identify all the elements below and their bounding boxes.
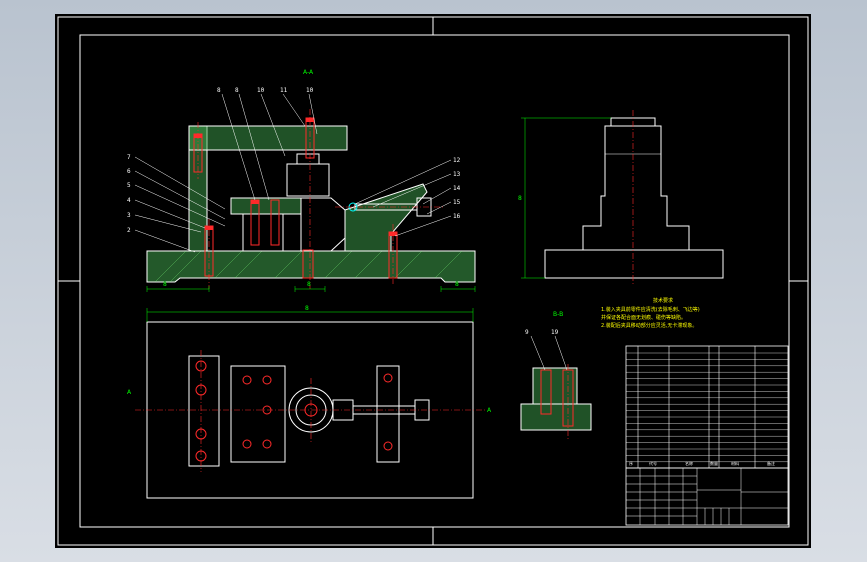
bom-header-material: 材料 [731,460,739,466]
dim-right: 8 [455,281,459,288]
notes-line-1: 1.装入夹具前零件应清洗(去除毛刺、飞边等) [601,306,700,313]
balloon-14: 14 [453,185,461,192]
section-base [520,403,592,431]
balloon-3: 10 [257,87,265,94]
bom-header-name: 名称 [685,460,693,466]
plan-width-dim: 8 [305,305,309,312]
side-view[interactable]: 8 [518,110,724,284]
bom-header-index: 序 [629,460,633,466]
plan-left-marker: A [127,389,132,396]
section-view[interactable]: B-B 9 19 [520,311,592,440]
section-balloon-2: 19 [551,329,559,336]
balloon-8: 5 [127,182,131,189]
centering-marks [58,17,808,545]
balloon-5: 10 [306,87,314,94]
right-support [344,183,428,252]
balloon-6: 7 [127,154,131,161]
technical-notes: 技术要求 1.装入夹具前零件应清洗(去除毛刺、飞边等) 并保证各配合面无划痕、碰… [601,297,700,329]
balloon-13: 13 [453,171,461,178]
bill-of-materials[interactable]: 序 代号 名称 数量 材料 备注 [625,345,789,469]
balloon-7: 6 [127,168,131,175]
bom-header-qty: 数量 [710,460,718,466]
notes-title: 技术要求 [653,297,673,304]
front-view[interactable]: A-A [127,69,476,292]
front-centerlines [197,109,445,289]
plan-column [188,355,220,467]
plan-right-marker: A [487,407,492,414]
dim-left: 8 [163,281,167,288]
central-body [286,163,330,197]
title-block[interactable] [625,467,789,526]
balloon-4: 11 [280,87,288,94]
plan-slider [230,365,286,463]
drawing-frame [79,34,790,528]
dim-mid: 8 [307,281,311,288]
notes-line-2: 并保证各配合面无划痕、碰伤等缺陷。 [601,314,686,321]
bom-header-code: 代号 [649,460,657,466]
plan-bolt-holes [195,360,393,462]
cad-viewport[interactable]: A-A [55,14,811,548]
slider-block [230,197,302,215]
balloon-2: 8 [235,87,239,94]
balloon-1: 8 [217,87,221,94]
cad-drawing: A-A [57,16,809,546]
side-height-dim: 8 [518,195,522,202]
balloon-12: 12 [453,157,461,164]
balloon-15: 15 [453,199,461,206]
balloon-16: 16 [453,213,461,220]
leaders [134,93,452,253]
front-dimensions [146,286,476,292]
section-body [532,367,578,405]
workpiece [300,197,346,252]
balloon-11: 2 [127,227,131,234]
side-base [544,249,724,279]
side-body [582,125,690,251]
section-hatch [154,250,463,283]
plan-centerlines [135,350,485,472]
balloon-9: 4 [127,197,131,204]
section-balloon-1: 9 [525,329,529,336]
plan-view[interactable]: 8 A A [127,305,492,499]
side-dimension [521,117,611,279]
bom-header-remark: 备注 [767,460,775,466]
plan-screw [352,405,416,415]
section-title: B-B [553,311,563,318]
top-arm [188,125,348,151]
balloon-10: 3 [127,212,131,219]
plan-width-dimension [146,308,474,322]
front-view-title: A-A [303,69,314,76]
notes-line-3: 2.装配后夹具移动部分应灵活,无卡滞现象。 [601,322,697,329]
